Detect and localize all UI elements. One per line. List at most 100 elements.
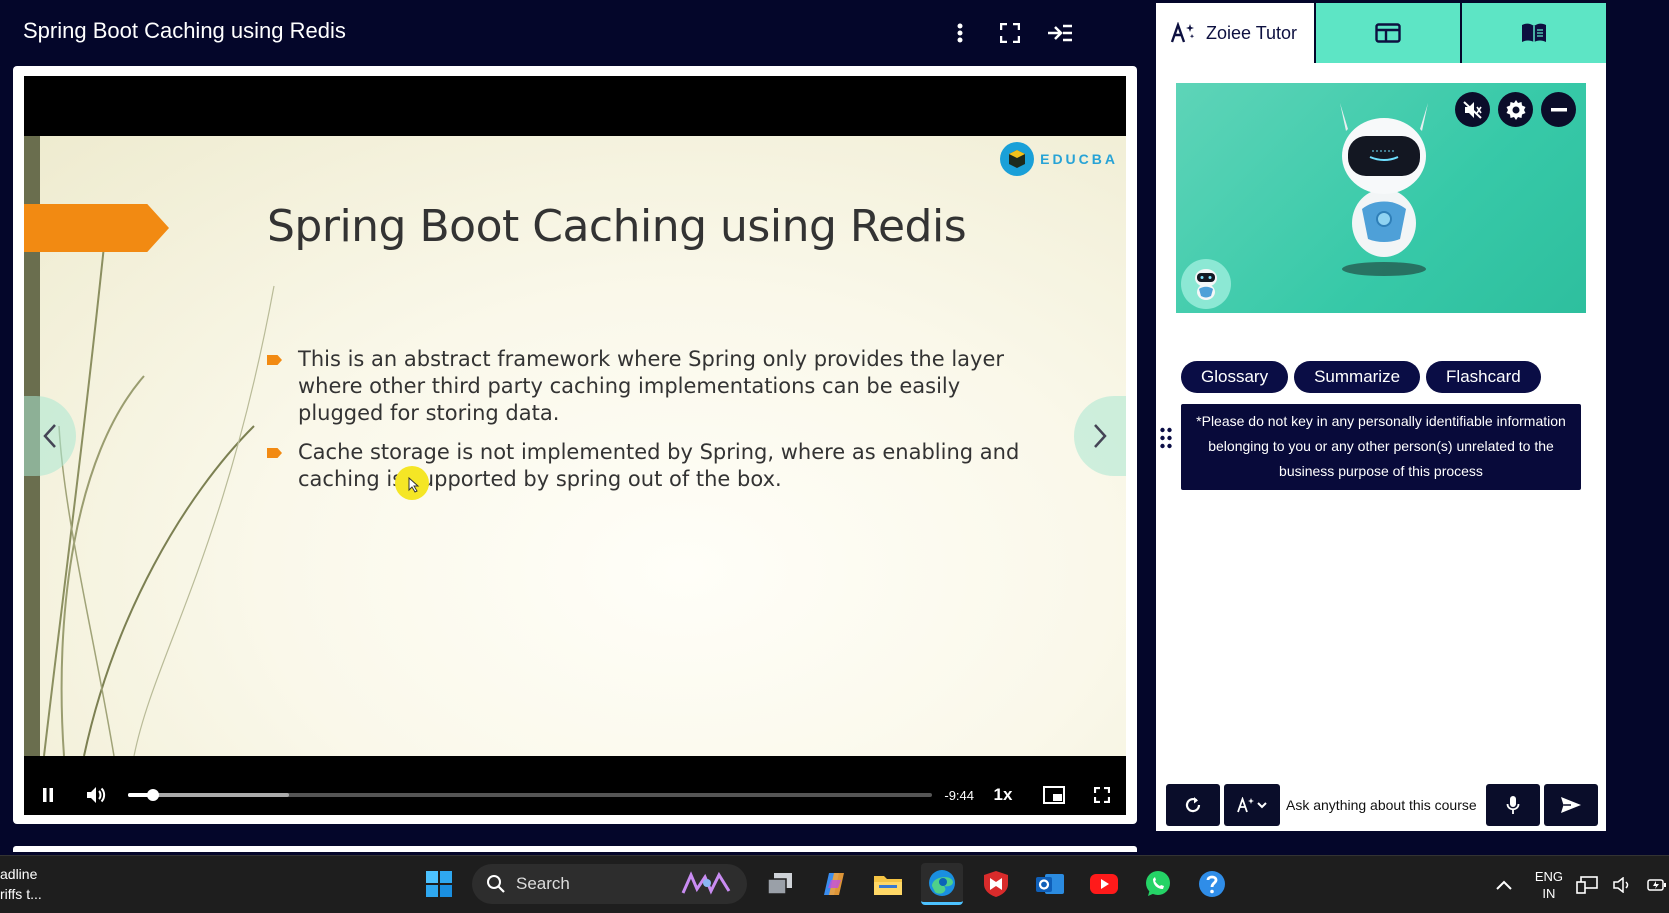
taskbar-search[interactable]: Search <box>472 864 747 904</box>
flashcard-button[interactable]: Flashcard <box>1426 361 1541 393</box>
volume-icon <box>1613 877 1629 893</box>
volume-button[interactable] <box>78 777 114 813</box>
video-area[interactable]: EDUCBA Spring Boot Caching using Redis T… <box>24 76 1126 815</box>
bullet-arrow-icon <box>267 355 282 365</box>
tutor-tabs: Zoiee Tutor <box>1156 3 1606 63</box>
pause-icon <box>43 788 53 802</box>
help-button[interactable] <box>1191 863 1233 905</box>
copilot-icon <box>824 873 844 895</box>
send-button[interactable] <box>1544 784 1598 826</box>
tutor-panel: Zoiee Tutor <box>1156 3 1606 831</box>
edge-icon <box>929 869 955 896</box>
youtube-button[interactable] <box>1083 863 1125 905</box>
refresh-chat-button[interactable] <box>1166 784 1220 826</box>
drag-handle-icon[interactable] <box>1159 427 1173 449</box>
gear-icon <box>1506 99 1525 120</box>
whatsapp-button[interactable] <box>1137 863 1179 905</box>
taskbar: adline riffs t... Search <box>0 855 1669 913</box>
slide-bullet: This is an abstract framework where Spri… <box>267 346 1027 427</box>
windows-icon <box>426 871 452 897</box>
help-icon <box>1199 871 1225 897</box>
top-bar: Spring Boot Caching using Redis <box>0 0 1085 64</box>
layout-icon <box>1375 23 1401 43</box>
video-player: EDUCBA Spring Boot Caching using Redis T… <box>13 66 1137 824</box>
more-options-icon[interactable] <box>945 18 975 48</box>
edge-browser-button[interactable] <box>921 863 963 905</box>
player-fullscreen-button[interactable] <box>1084 777 1120 813</box>
educba-logo-text: EDUCBA <box>1040 151 1118 167</box>
bullet-arrow-icon <box>267 448 282 458</box>
time-remaining: -9:44 <box>944 787 974 803</box>
top-actions <box>945 18 1075 48</box>
progress-thumb[interactable] <box>146 789 159 801</box>
folder-icon <box>874 876 902 895</box>
network-icon <box>1576 876 1598 894</box>
collapse-panel-icon[interactable] <box>1045 18 1075 48</box>
whatsapp-icon <box>1146 871 1170 896</box>
fullscreen-icon[interactable] <box>995 18 1025 48</box>
copilot-button[interactable] <box>813 863 855 905</box>
file-explorer-button[interactable] <box>867 863 909 905</box>
avatar-controls <box>1455 92 1576 127</box>
educba-logo: EDUCBA <box>1000 142 1118 176</box>
player-bottom-strip <box>13 846 1137 852</box>
chevron-up-icon <box>1496 880 1512 890</box>
task-view-icon <box>767 873 792 895</box>
slide-bullets: This is an abstract framework where Spri… <box>267 346 1027 505</box>
slide: EDUCBA Spring Boot Caching using Redis T… <box>24 136 1126 756</box>
news-widget[interactable]: adline riffs t... <box>0 864 42 904</box>
pause-button[interactable] <box>30 777 66 813</box>
mcafee-button[interactable] <box>975 863 1017 905</box>
player-controls: -9:44 1x <box>24 775 1126 815</box>
chevron-down-icon <box>1257 802 1267 809</box>
chevron-right-icon <box>1094 424 1107 448</box>
minimize-avatar-button[interactable] <box>1541 92 1576 127</box>
slide-title: Spring Boot Caching using Redis <box>267 201 967 252</box>
avatar-video <box>1176 83 1586 313</box>
start-button[interactable] <box>418 863 460 905</box>
tab-zoiee-tutor[interactable]: Zoiee Tutor <box>1156 3 1314 63</box>
picture-in-picture-button[interactable] <box>1036 777 1072 813</box>
mcafee-shield-icon <box>984 871 1008 897</box>
language-indicator[interactable]: ENG IN <box>1534 869 1563 901</box>
ai-mode-dropdown[interactable] <box>1224 784 1280 826</box>
network-button[interactable] <box>1573 864 1601 906</box>
ai-sparkle-icon <box>1170 22 1195 43</box>
privacy-disclaimer: *Please do not key in any personally ide… <box>1181 404 1581 490</box>
tab-notes[interactable] <box>1460 3 1606 63</box>
outlook-button[interactable] <box>1029 863 1071 905</box>
battery-button[interactable] <box>1645 864 1669 906</box>
search-icon <box>487 875 505 893</box>
taskbar-search-label: Search <box>516 874 570 893</box>
ai-sparkle-icon <box>1237 797 1267 813</box>
open-book-icon <box>1522 23 1546 42</box>
slide-title-arrow <box>24 204 169 252</box>
fullscreen-icon <box>1094 787 1110 803</box>
microphone-button[interactable] <box>1486 784 1540 826</box>
progress-fill <box>128 793 153 797</box>
cursor-highlight <box>395 466 429 500</box>
tab-layout[interactable] <box>1314 3 1460 63</box>
mute-button[interactable] <box>1455 92 1490 127</box>
mini-robot-avatar[interactable] <box>1181 259 1231 309</box>
robot-avatar-icon <box>1195 269 1217 300</box>
slide-bullet: Cache storage is not implemented by Spri… <box>267 439 1027 493</box>
playback-speed-button[interactable]: 1x <box>993 785 1013 804</box>
avatar-settings-button[interactable] <box>1498 92 1533 127</box>
page-title: Spring Boot Caching using Redis <box>23 18 346 43</box>
mouse-pointer-icon <box>408 477 420 493</box>
tab-zoiee-tutor-label: Zoiee Tutor <box>1206 22 1298 43</box>
system-tray: ENG IN <box>1483 864 1669 906</box>
news-headline-line2: riffs t... <box>0 886 42 902</box>
glossary-button[interactable]: Glossary <box>1181 361 1289 393</box>
task-view-button[interactable] <box>759 863 801 905</box>
news-headline-line1: adline <box>0 866 38 882</box>
educba-logo-icon <box>1000 142 1035 176</box>
minus-icon <box>1550 107 1567 111</box>
volume-tray-button[interactable] <box>1611 864 1635 906</box>
progress-bar[interactable] <box>128 789 933 801</box>
show-hidden-icons-button[interactable] <box>1483 864 1525 906</box>
summarize-button[interactable]: Summarize <box>1294 361 1421 393</box>
chat-input[interactable] <box>1280 784 1486 826</box>
taskbar-apps: Search <box>418 863 1233 905</box>
